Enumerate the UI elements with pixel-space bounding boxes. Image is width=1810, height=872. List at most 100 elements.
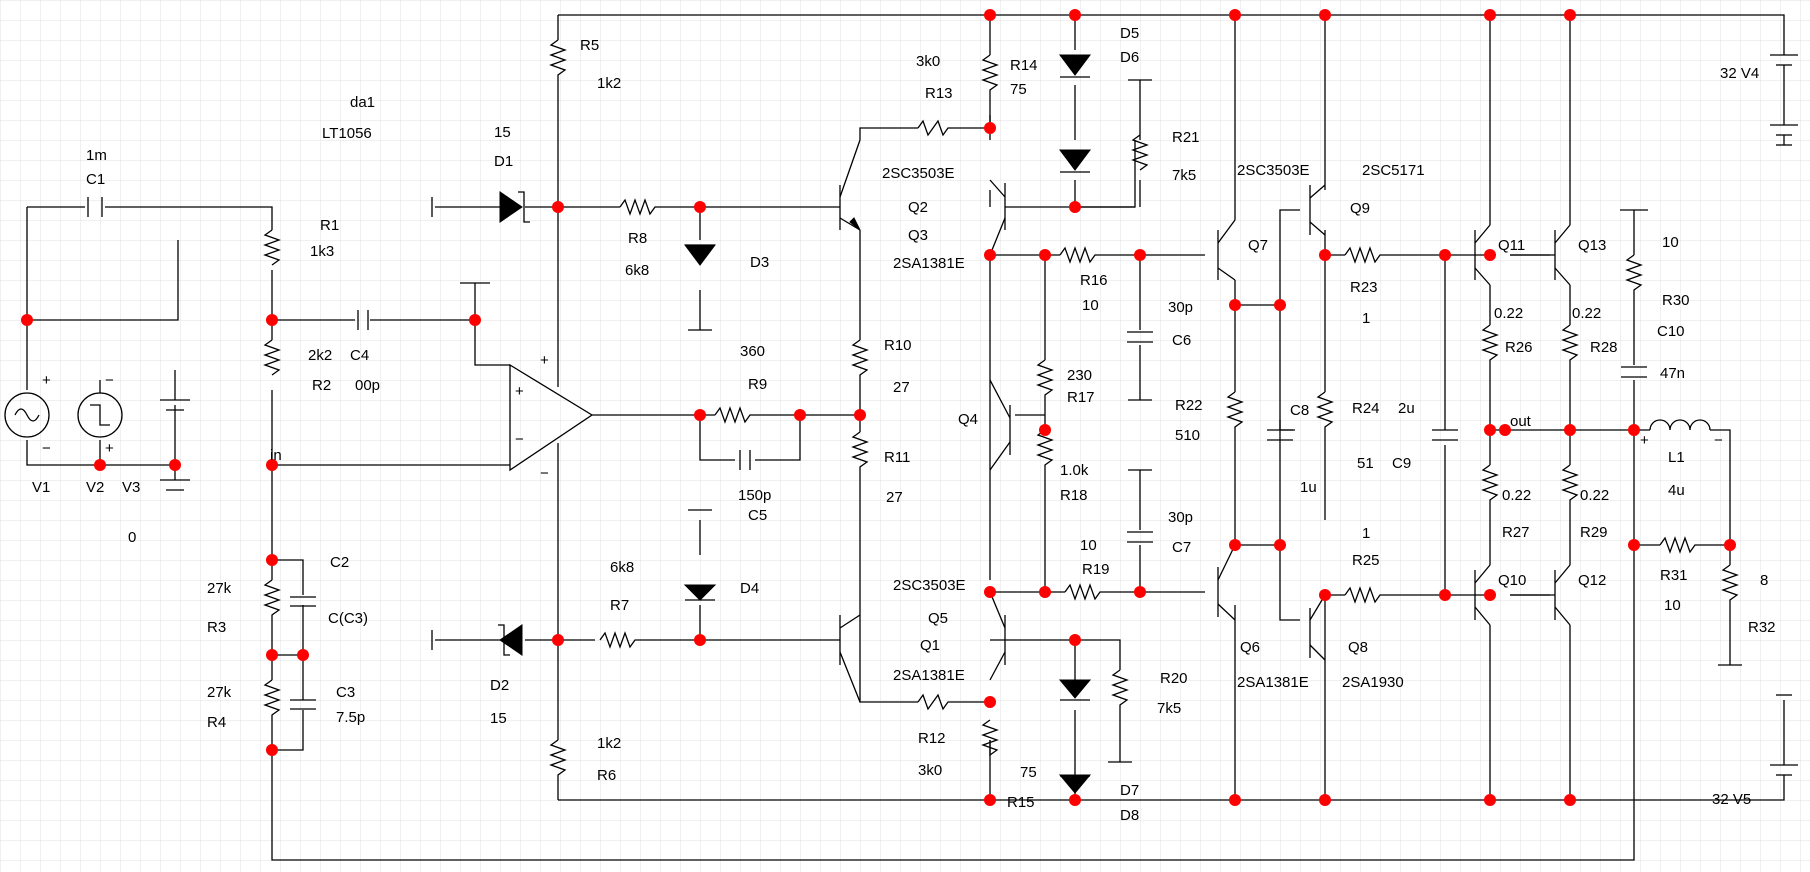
diode-d8[interactable] bbox=[1058, 774, 1092, 794]
resistor-r29[interactable] bbox=[1561, 464, 1579, 535]
capacitor-c9[interactable] bbox=[1432, 429, 1458, 441]
capacitor-c7[interactable] bbox=[1127, 469, 1153, 543]
capacitor-c3[interactable] bbox=[290, 699, 316, 710]
resistor-r7[interactable] bbox=[599, 631, 660, 649]
name-q12: Q12 bbox=[1578, 572, 1606, 589]
inductor-l1[interactable] bbox=[1649, 419, 1711, 431]
transistor-q4[interactable] bbox=[989, 379, 1011, 471]
diode-d4[interactable] bbox=[683, 509, 717, 601]
name-r8: R8 bbox=[628, 230, 647, 247]
resistor-r16[interactable] bbox=[1059, 246, 1110, 264]
transistor-q11[interactable] bbox=[1474, 224, 1491, 286]
zener-diode-d2[interactable] bbox=[431, 624, 523, 656]
name-d8: D8 bbox=[1120, 807, 1139, 824]
name-d5: D5 bbox=[1120, 25, 1139, 42]
resistor-r8[interactable] bbox=[619, 198, 660, 216]
sign-v2-minus: − bbox=[105, 372, 114, 389]
sign-l1-minus: − bbox=[1714, 432, 1723, 449]
resistor-r22[interactable] bbox=[1226, 391, 1244, 450]
transistor-q9[interactable] bbox=[1309, 184, 1326, 236]
transistor-q2[interactable] bbox=[839, 139, 861, 231]
resistor-r32[interactable] bbox=[1721, 564, 1739, 640]
value-c2: C(C3) bbox=[328, 610, 368, 627]
value-r28: 0.22 bbox=[1572, 305, 1601, 322]
capacitor-c2[interactable] bbox=[290, 596, 316, 607]
value-r24: 51 bbox=[1357, 455, 1374, 472]
resistor-r13[interactable] bbox=[917, 119, 955, 137]
resistor-r6[interactable] bbox=[549, 739, 567, 785]
capacitor-c6[interactable] bbox=[1127, 331, 1153, 401]
battery-v3[interactable] bbox=[160, 370, 190, 491]
resistor-r24[interactable] bbox=[1316, 391, 1334, 452]
resistor-r30[interactable] bbox=[1625, 254, 1643, 300]
resistor-r4[interactable] bbox=[263, 679, 281, 730]
opamp-da1[interactable] bbox=[509, 363, 594, 472]
name-r31: R31 bbox=[1660, 567, 1688, 584]
resistor-r14[interactable] bbox=[981, 54, 999, 105]
resistor-r1[interactable] bbox=[263, 229, 281, 266]
capacitor-c10[interactable] bbox=[1621, 366, 1647, 378]
value-c9: 2u bbox=[1398, 400, 1415, 417]
value-r16: 10 bbox=[1082, 297, 1099, 314]
resistor-r31[interactable] bbox=[1659, 536, 1705, 554]
diode-d7[interactable] bbox=[1058, 679, 1092, 701]
resistor-r20[interactable] bbox=[1111, 669, 1129, 720]
capacitor-c1[interactable] bbox=[87, 197, 103, 217]
label-v2: V2 bbox=[86, 479, 104, 496]
resistor-r26[interactable] bbox=[1481, 324, 1499, 395]
resistor-r23[interactable] bbox=[1344, 246, 1395, 264]
zener-diode-d1[interactable] bbox=[431, 191, 530, 223]
value-r5: 1k2 bbox=[597, 75, 621, 92]
resistor-r12[interactable] bbox=[917, 693, 955, 711]
capacitor-c4[interactable] bbox=[357, 282, 490, 330]
components bbox=[4, 39, 1798, 794]
battery-v5[interactable] bbox=[1770, 694, 1798, 776]
name-c5: C5 bbox=[748, 507, 767, 524]
resistor-r17[interactable] bbox=[1036, 359, 1054, 400]
sign-l1-plus: + bbox=[1640, 432, 1649, 449]
resistor-r28[interactable] bbox=[1561, 324, 1579, 395]
name-r18: R18 bbox=[1060, 487, 1088, 504]
resistor-r11[interactable] bbox=[851, 431, 869, 482]
sine-source-v1[interactable] bbox=[4, 392, 50, 438]
transistor-q5[interactable] bbox=[989, 591, 1006, 681]
resistor-r15[interactable] bbox=[981, 719, 999, 757]
transistor-q6[interactable] bbox=[1217, 544, 1236, 621]
resistor-r5[interactable] bbox=[549, 39, 567, 90]
name-d1: D1 bbox=[494, 153, 513, 170]
value-r22: 510 bbox=[1175, 427, 1200, 444]
diode-d5[interactable] bbox=[1059, 54, 1091, 78]
resistor-r2[interactable] bbox=[263, 339, 281, 376]
value-r20: 7k5 bbox=[1157, 700, 1181, 717]
sign-v1-minus: − bbox=[42, 440, 51, 457]
part-q2: 2SC3503E bbox=[882, 165, 955, 182]
transistor-q1[interactable] bbox=[839, 614, 861, 703]
name-r29: R29 bbox=[1580, 524, 1608, 541]
diode-d3[interactable] bbox=[684, 244, 716, 331]
resistor-r10[interactable] bbox=[851, 339, 869, 390]
battery-v4[interactable] bbox=[1770, 54, 1798, 146]
resistor-r21[interactable] bbox=[1131, 134, 1149, 171]
resistor-r19[interactable] bbox=[1064, 583, 1110, 601]
pulse-source-v2[interactable] bbox=[77, 380, 123, 438]
name-c3: C3 bbox=[336, 684, 355, 701]
transistor-q7[interactable] bbox=[1217, 219, 1236, 281]
transistor-q3[interactable] bbox=[989, 179, 1006, 256]
value-l1: 4u bbox=[1668, 482, 1685, 499]
capacitor-c8[interactable] bbox=[1267, 429, 1293, 441]
name-q2: Q2 bbox=[908, 199, 928, 216]
resistor-r3[interactable] bbox=[263, 579, 281, 630]
value-r23: 1 bbox=[1362, 310, 1370, 327]
resistor-r9[interactable] bbox=[714, 406, 785, 424]
resistor-r18[interactable] bbox=[1036, 429, 1054, 470]
resistor-r25[interactable] bbox=[1344, 586, 1395, 604]
name-r12: R12 bbox=[918, 730, 946, 747]
name-c1: C1 bbox=[86, 171, 105, 188]
diode-d6[interactable] bbox=[1059, 149, 1091, 173]
resistor-r27[interactable] bbox=[1481, 464, 1499, 535]
name-r4: R4 bbox=[207, 714, 226, 731]
transistor-q10[interactable] bbox=[1474, 564, 1491, 626]
name-r24: R24 bbox=[1352, 400, 1380, 417]
capacitor-c5[interactable] bbox=[739, 450, 751, 470]
